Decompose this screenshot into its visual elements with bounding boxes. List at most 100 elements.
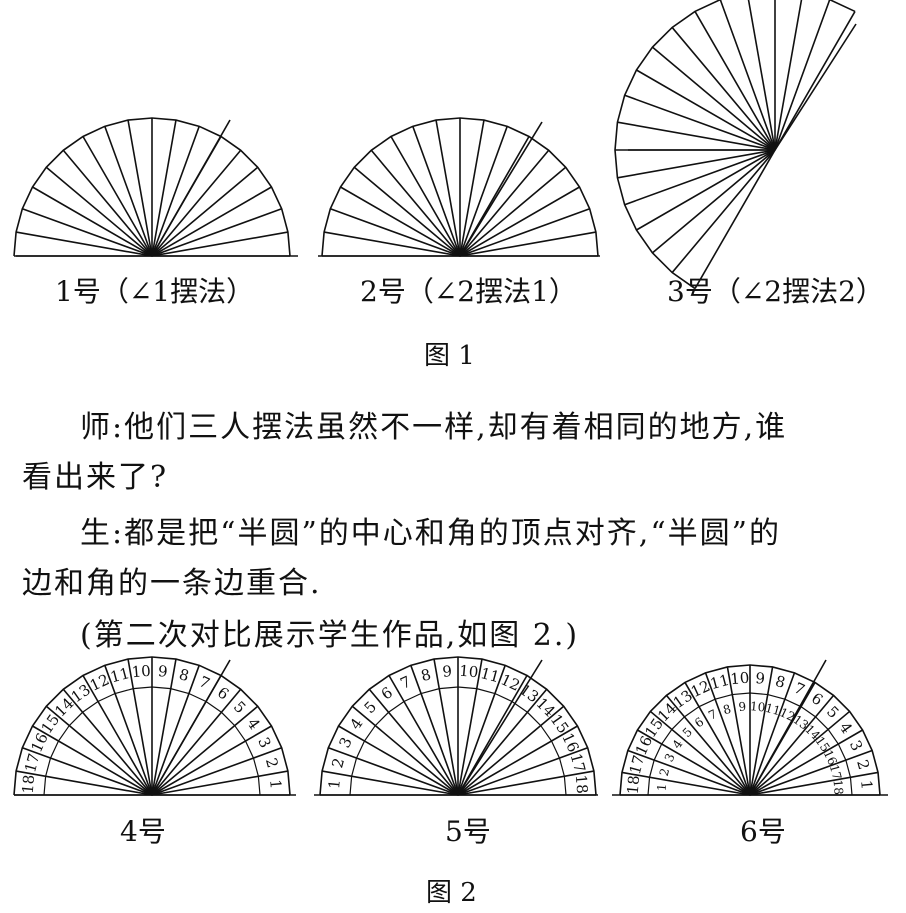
fan-3-ray xyxy=(671,149,776,274)
fan-6-ray xyxy=(684,682,751,796)
fan-4-scale-number: 11 xyxy=(108,664,131,686)
fan-1-ray xyxy=(151,231,289,257)
fan-4-scale-number: 10 xyxy=(131,662,152,682)
fan-6-ray xyxy=(749,666,774,796)
fan-6-inner-scale-number: 8 xyxy=(722,702,733,718)
angle-ray-4 xyxy=(151,659,231,796)
fan-5-ray xyxy=(410,665,459,796)
student-line-1: 生:都是把“半圆”的中心和角的顶点对齐,“半圆”的 xyxy=(80,516,781,551)
fan-6-scale-number: 18 xyxy=(624,775,644,796)
fan-1 xyxy=(13,117,291,257)
caption-3: 3号（∠2摆法2） xyxy=(667,275,884,308)
fan-5-scale-number: 7 xyxy=(397,672,413,692)
teacher-line-2: 看出来了? xyxy=(22,460,169,495)
fan-2-ray xyxy=(459,231,597,257)
fan-6-inner-scale-number: 11 xyxy=(764,701,782,718)
fan-3-ray xyxy=(774,0,831,151)
fan-3-ray xyxy=(774,11,856,151)
fan-5-scale-number: 8 xyxy=(419,665,433,685)
angle-ray-2 xyxy=(459,121,543,257)
fan-6-inner-scale-number: 17 xyxy=(827,763,844,781)
fan-5-ray xyxy=(433,658,459,796)
fan-5-ray xyxy=(338,725,459,796)
label-4: 4号 xyxy=(120,815,166,848)
fan-3-ray xyxy=(624,149,776,206)
fan-4-scale-number: 4 xyxy=(243,715,263,733)
fan-2-ray xyxy=(370,149,461,257)
fan-6-inner-scale-number: 3 xyxy=(662,751,678,764)
fan-4-ray xyxy=(22,747,153,796)
fan-3-ray xyxy=(774,0,803,151)
fan-4-inner-arc xyxy=(43,686,261,796)
fan-4-ray xyxy=(151,665,200,796)
fan-6-ray xyxy=(749,771,879,796)
angle-ray-5 xyxy=(457,659,543,796)
fan-6-ray xyxy=(704,672,751,796)
fan-1-ray xyxy=(82,136,153,257)
fan-2-ray xyxy=(323,231,461,257)
student-line-2: 边和角的一条边重合. xyxy=(22,566,322,601)
fan-3-ray xyxy=(694,149,776,289)
fan-6-inner-scale-number: 18 xyxy=(831,779,846,795)
fan-6-ray xyxy=(665,694,751,796)
fan-4 xyxy=(13,656,291,796)
fan-6-ray xyxy=(637,729,751,796)
fan-4-scale-number: 7 xyxy=(196,672,212,692)
fan-1-ray xyxy=(32,186,153,257)
fan-4-ray xyxy=(82,675,153,796)
fan-2-ray xyxy=(412,126,461,257)
fan-4-ray xyxy=(62,688,153,796)
fan-4-scale-number: 2 xyxy=(262,756,282,770)
fan-4-scale-number: 18 xyxy=(19,774,39,795)
angle-ray-6 xyxy=(749,659,827,796)
fan-1-ray xyxy=(151,149,242,257)
fan-5-scale-number: 3 xyxy=(335,734,355,750)
fan-5-ray xyxy=(457,688,548,796)
fan-6-inner-arc xyxy=(647,692,853,796)
fan-2-ray xyxy=(459,149,550,257)
fan-5-ray xyxy=(328,747,459,796)
fan-1-ray xyxy=(22,208,153,257)
figure-1-title: 图 1 xyxy=(424,341,475,371)
fan-5-ray xyxy=(457,658,483,796)
fan-5-scale-number: 10 xyxy=(459,662,480,682)
note-line: (第二次对比展示学生作品,如图 2.) xyxy=(80,618,580,653)
fan-4-scale-number: 3 xyxy=(254,734,274,750)
fan-6-ray xyxy=(749,672,796,796)
fan-5-scale-number: 17 xyxy=(567,751,589,774)
fan-2-ray xyxy=(340,186,461,257)
fan-1-ray xyxy=(45,166,153,257)
fan-1-ray xyxy=(15,231,153,257)
figure-2-title: 图 2 xyxy=(426,878,477,908)
fan-6-ray xyxy=(726,666,751,796)
fan-6-ray xyxy=(649,710,751,796)
fan-5-inner-arc xyxy=(349,686,567,796)
fan-1-ray xyxy=(62,149,153,257)
fan-6-scale-number: 17 xyxy=(626,753,648,776)
fan-2 xyxy=(321,117,599,257)
fan-5-ray xyxy=(321,770,459,796)
fan-2-ray xyxy=(459,166,567,257)
label-5: 5号 xyxy=(445,815,491,848)
fan-6-inner-scale-number: 9 xyxy=(738,700,747,715)
fan-5-scale-number: 18 xyxy=(572,774,592,795)
fan-3-ray xyxy=(694,11,776,151)
fan-5-scale-number: 6 xyxy=(378,683,396,703)
fan-2-ray xyxy=(435,119,461,257)
fan-4-scale-number: 5 xyxy=(230,698,249,717)
fan-6-ray xyxy=(749,694,835,796)
fan-6-inner-scale-number: 7 xyxy=(706,707,719,723)
fan-6-ray xyxy=(749,710,851,796)
fan-1-ray xyxy=(151,119,177,257)
fan-6-ray xyxy=(621,771,751,796)
teacher-line-1: 师:他们三人摆法虽然不一样,却有着相同的地方,谁 xyxy=(80,410,788,445)
fan-5-ray xyxy=(457,705,565,796)
fan-4-scale-number: 6 xyxy=(214,683,232,703)
fan-4-scale-number: 9 xyxy=(157,662,168,681)
fan-1-ray xyxy=(127,119,153,257)
fan-1-ray xyxy=(151,186,272,257)
fan-3-ray xyxy=(671,26,776,151)
fan-6-scale-number: 10 xyxy=(730,669,751,689)
fan-3-ray xyxy=(747,0,776,151)
fan-5-scale-number: 9 xyxy=(442,662,453,681)
